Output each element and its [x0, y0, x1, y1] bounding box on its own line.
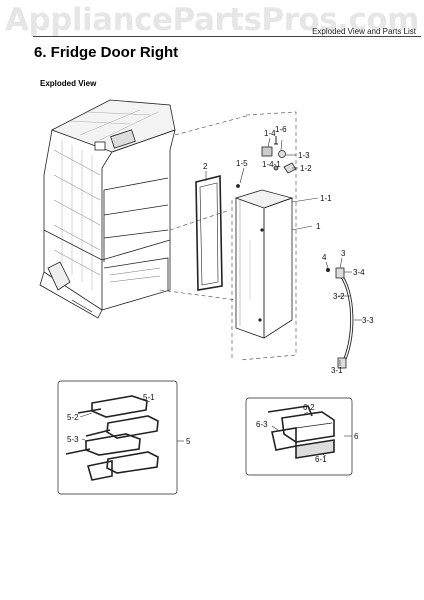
leader-lines — [79, 137, 362, 457]
label-3-2: 3-2 — [333, 292, 345, 301]
label-4: 4 — [322, 253, 327, 262]
label-6: 6 — [354, 432, 359, 441]
section-subtitle: Exploded View — [40, 79, 97, 88]
label-1-3: 1-3 — [298, 151, 310, 160]
alignment-lines — [159, 111, 297, 361]
label-1-4-1: 1-4-1 — [262, 160, 281, 169]
label-1-5: 1-5 — [236, 159, 248, 168]
label-3-1: 3-1 — [331, 366, 343, 375]
part-3-handle — [325, 267, 354, 369]
label-1-6: 1-6 — [275, 125, 287, 134]
label-5: 5 — [186, 437, 191, 446]
label-5-3: 5-3 — [67, 435, 79, 444]
label-6-2: 6-2 — [303, 403, 315, 412]
fridge-cabinet — [39, 99, 176, 319]
header-rule — [33, 36, 421, 37]
callout-labels: 2 1-4 1-6 1-5 1-4-1 1-3 1-2 1-1 1 3 4 3-… — [67, 125, 374, 464]
label-3: 3 — [341, 249, 346, 258]
part-2-gasket — [195, 174, 223, 291]
label-1-1: 1-1 — [320, 194, 332, 203]
part-1-door — [234, 189, 294, 339]
header-note: Exploded View and Parts List — [312, 27, 416, 36]
label-6-3: 6-3 — [256, 420, 268, 429]
part-5-bins — [57, 380, 178, 495]
label-1-2: 1-2 — [300, 164, 312, 173]
label-1-4: 1-4 — [264, 129, 276, 138]
label-3-3: 3-3 — [362, 316, 374, 325]
label-3-4: 3-4 — [353, 268, 365, 277]
label-5-2: 5-2 — [67, 413, 79, 422]
label-6-1: 6-1 — [315, 455, 327, 464]
part-6-shelf — [245, 397, 353, 476]
label-2: 2 — [203, 162, 208, 171]
label-5-1: 5-1 — [143, 393, 155, 402]
label-1: 1 — [316, 222, 321, 231]
page-title: 6. Fridge Door Right — [34, 44, 179, 61]
hinge-parts — [236, 136, 297, 188]
